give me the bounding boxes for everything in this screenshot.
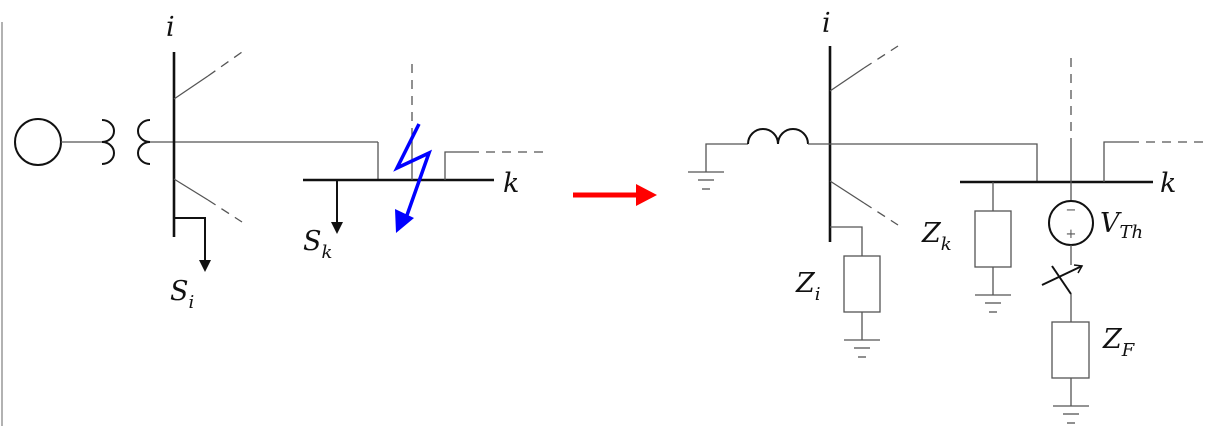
load-i-arrowhead [199,260,211,272]
inductor-icon [705,128,809,172]
branch-lower-dashed [207,199,243,223]
load-k-arrowhead [331,222,343,234]
generator-icon [14,118,62,166]
impedance-i-box [843,255,881,313]
ground-icon [688,171,724,190]
branch-upper [829,67,865,92]
load-k-label: Sk [303,226,332,263]
bus-k-label: k [1160,168,1176,199]
minus-sign: − [1066,203,1077,218]
source-label: VTh [1100,208,1143,243]
impedance-f-label: ZF [1102,324,1136,361]
right-diagram: i Zi k [688,8,1205,424]
branch-upper [173,75,209,100]
load-i-label: Si [170,276,194,313]
left-diagram: i Si k Sk [14,12,545,313]
branch-lower [829,180,865,204]
imp-i-wire [830,226,863,256]
branch-upper-dashed [207,51,243,77]
ground-icon [975,294,1011,313]
branch-k-right [1103,141,1130,182]
ground-icon [844,339,880,358]
branch-upper-dashed [863,45,899,69]
bus-k-label: k [503,168,519,199]
transition-arrow-icon [573,184,657,206]
branch-k-right [444,151,470,180]
load-i-arrow [174,217,206,262]
impedance-k-label: Zk [921,218,952,255]
ground-icon [1053,405,1089,424]
bus-i-label: i [822,8,831,39]
line-i-k [808,143,1038,182]
branch-lower [173,178,209,201]
impedance-i-label: Zi [795,268,821,305]
fault-lightning-icon [393,123,433,233]
plus-sign: + [1066,227,1077,242]
branch-lower-dashed [863,202,899,226]
transformer-icon [101,119,151,165]
bus-i-label: i [166,12,175,43]
fault-switch-icon [1041,264,1084,295]
impedance-k-box [974,210,1012,268]
impedance-f-box [1051,321,1090,379]
